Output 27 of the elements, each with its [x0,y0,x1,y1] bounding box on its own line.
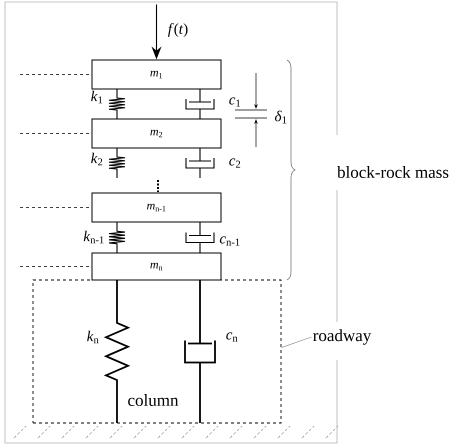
spring-symbol [104,280,130,423]
edge-label: k$_{1}$ [90,90,104,104]
label-text: block-rock mass [336,166,450,178]
edge-label: k$_{n}$ [86,330,100,344]
spring-symbol [108,222,126,253]
mass-box: m$_{n-1}$ [92,192,222,222]
edge-label: c$_{1}$ [228,96,242,108]
leader-line [281,336,312,348]
edge-label: c$_{2}$ [228,158,242,168]
label-text: δ$_{1}$ [274,110,288,124]
edge-label: k$_{2}$ [90,152,104,166]
mass-box: m$_{1}$ [92,60,222,90]
mass-box: m$_{2}$ [92,118,222,148]
dashed-box [32,280,282,424]
edge-label: c$_{n-1}$ [218,236,242,246]
edge-label: k$_{n-1}$ [82,230,106,244]
damper-symbol [185,221,215,254]
edge-label: c$_{n}$ [225,332,239,342]
label-text: column [127,394,179,406]
label-text: roadway [313,329,372,345]
spring-symbol [108,89,126,119]
spring-symbol [108,148,126,178]
damper-symbol [185,147,215,179]
mass-box: m$_{n}$ [92,252,222,280]
edge-label: f(t) [167,22,189,38]
damper-symbol [185,88,215,120]
damper-symbol [184,279,216,424]
